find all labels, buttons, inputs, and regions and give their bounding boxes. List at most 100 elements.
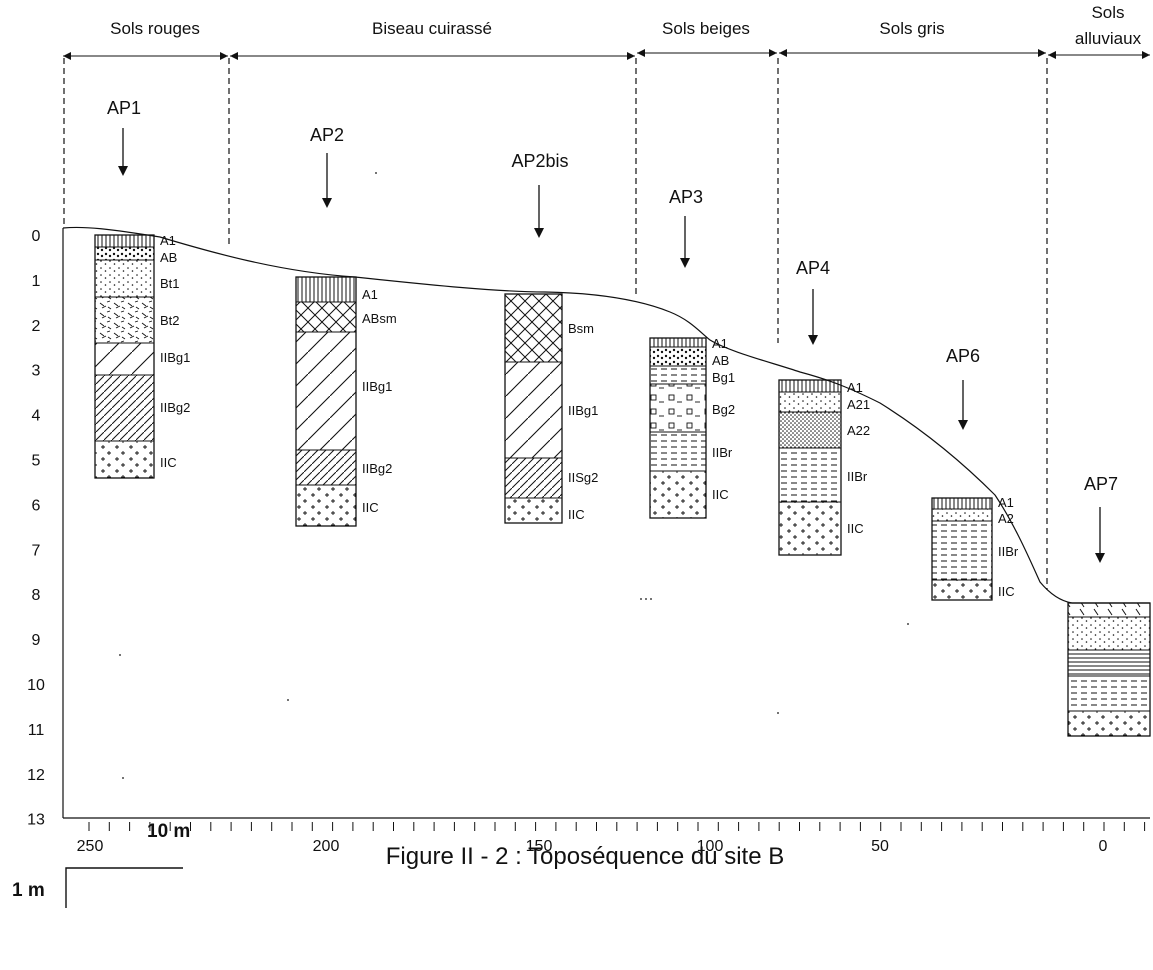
- horizon-iibg2: [94, 374, 155, 442]
- y-tick-label: 13: [27, 812, 45, 829]
- column-outline: [295, 276, 357, 527]
- zone-boundaries: [63, 58, 1048, 590]
- horizon-iic: [649, 470, 707, 519]
- zone-label-biseau-cuirasse: Biseau cuirassé: [372, 19, 492, 38]
- x-minor-ticks: [88, 822, 1146, 831]
- horizon-label: IIBr: [712, 445, 733, 460]
- y-tick-label: 8: [32, 587, 41, 604]
- horizon-iibg1: [295, 331, 357, 451]
- horizon-label: A21: [847, 397, 870, 412]
- horizon-a1: [295, 276, 357, 303]
- horizon-iibr: [931, 520, 993, 581]
- scan-marks: [119, 172, 909, 779]
- horizon-a1: [778, 379, 842, 393]
- profile-label-ap3: AP3: [669, 187, 703, 207]
- horizon-bt1: [94, 259, 155, 298]
- horizon-label: IIBg2: [160, 400, 190, 415]
- down-arrow-icon: [322, 198, 332, 208]
- y-tick-label: 12: [27, 767, 45, 784]
- horizon-label: IIBg1: [568, 403, 598, 418]
- horizon-label: Bsm: [568, 321, 594, 336]
- horizon-bg: [1067, 649, 1151, 677]
- horizon-iisg2: [504, 457, 563, 499]
- column-outline: [931, 497, 993, 601]
- profile-label-ap4: AP4: [796, 258, 830, 278]
- horizon-label: IIC: [362, 500, 379, 515]
- profile-label-ap6: AP6: [946, 346, 980, 366]
- horizon-label: Bg1: [712, 370, 735, 385]
- horizon-label: IISg2: [568, 470, 598, 485]
- horizon-label: IIC: [998, 584, 1015, 599]
- x-tick-label: 100: [697, 838, 724, 855]
- y-tick-label: 10: [27, 677, 45, 694]
- down-arrow-icon: [534, 228, 544, 238]
- column-outline: [1067, 602, 1151, 737]
- zone-label-sols-alluviaux-line2: alluviaux: [1075, 29, 1142, 48]
- horizon-iibg1: [504, 361, 563, 459]
- horizon-label: A22: [847, 423, 870, 438]
- y-tick-label: 9: [32, 632, 41, 649]
- y-tick-label: 2: [32, 318, 41, 335]
- horizon-bt2: [94, 296, 155, 344]
- horizon-label: IIBg1: [160, 350, 190, 365]
- horizon-iic: [94, 440, 155, 479]
- horizon-iic: [778, 501, 842, 556]
- horizon-label: IIC: [568, 507, 585, 522]
- column-outline: [504, 293, 563, 524]
- soil-columns: A1ABBt1Bt2IIBg1IIBg2IICA1ABsmIIBg1IIBg2I…: [94, 233, 1151, 737]
- horizon-label: IIBg2: [362, 461, 392, 476]
- horizon-label: A1: [712, 336, 728, 351]
- horizon-ab: [94, 246, 155, 261]
- x-tick-label: 250: [77, 838, 104, 855]
- horizon-label: A1: [362, 287, 378, 302]
- horizon-label: IIBr: [847, 469, 868, 484]
- horizon-label: IIBr: [998, 544, 1019, 559]
- horizon-a22: [778, 411, 842, 449]
- column-outline: [778, 379, 842, 556]
- horizon-iib: [1067, 675, 1151, 712]
- ground-surface-line: [62, 226, 1150, 604]
- horizon-label: ABsm: [362, 311, 397, 326]
- horizon-iibg1: [94, 342, 155, 376]
- horizon-bg2: [649, 383, 707, 433]
- scale-horizontal-label: 10 m: [147, 821, 190, 842]
- horizon-a2: [931, 508, 993, 522]
- horizon-iic: [504, 497, 563, 524]
- column-outline: [649, 337, 707, 519]
- y-tick-label: 3: [32, 363, 41, 380]
- y-tick-label: 1: [32, 273, 41, 290]
- x-tick-label: 200: [313, 838, 340, 855]
- horizon-bsm: [504, 293, 563, 363]
- scale-bar: 10 m 1 m: [12, 821, 190, 908]
- zone-label-sols-gris: Sols gris: [879, 19, 944, 38]
- horizon-label: A1: [847, 380, 863, 395]
- y-tick-label: 11: [28, 722, 45, 739]
- column-outline: [94, 234, 155, 479]
- horizon-label: IIC: [712, 487, 729, 502]
- y-tick-label: 0: [32, 228, 41, 245]
- horizon-a1: [1067, 602, 1151, 618]
- horizon-label: A1: [160, 233, 176, 248]
- horizon-iic: [1067, 710, 1151, 737]
- horizon-a1: [931, 497, 993, 510]
- down-arrow-icon: [958, 420, 968, 430]
- profile-label-ap7: AP7: [1084, 474, 1118, 494]
- down-arrow-icon: [118, 166, 128, 176]
- x-tick-label: 150: [526, 838, 553, 855]
- horizon-iic: [295, 484, 357, 527]
- horizon-label: AB: [712, 353, 729, 368]
- horizon-label: IIC: [160, 455, 177, 470]
- horizon-a1: [94, 234, 155, 248]
- horizon-bg: [1067, 616, 1151, 651]
- y-tick-label: 4: [32, 408, 41, 425]
- y-tick-label: 7: [32, 542, 41, 559]
- soil-column-ap7: A1BgBgIIBIIC: [1067, 602, 1151, 737]
- horizon-label: AB: [160, 250, 177, 265]
